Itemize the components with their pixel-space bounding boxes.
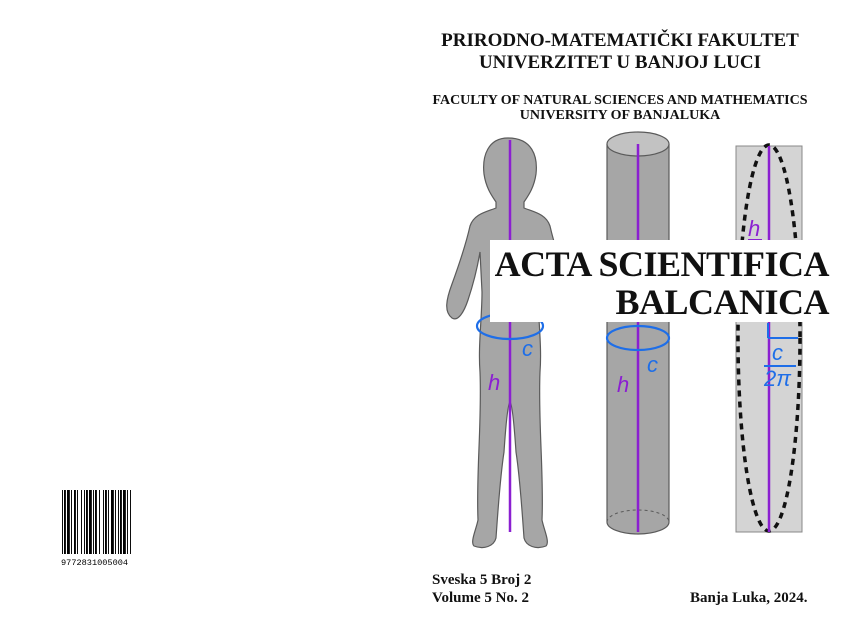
barcode-bar bbox=[64, 490, 66, 554]
issue-number-local: Sveska 5 Broj 2 bbox=[432, 572, 532, 588]
barcode-bar bbox=[86, 490, 88, 554]
barcode-bar bbox=[123, 490, 126, 554]
barcode-bars bbox=[62, 490, 131, 554]
barcode-bar bbox=[103, 490, 104, 554]
barcode-bar bbox=[99, 490, 100, 554]
barcode-bar bbox=[62, 490, 63, 554]
barcode-bar bbox=[95, 490, 97, 554]
barcode-bar bbox=[115, 490, 116, 554]
human-c-label: c bbox=[522, 336, 533, 361]
barcode-bar bbox=[74, 490, 76, 554]
barcode-bar bbox=[81, 490, 82, 554]
ellipsoid-fraction-numerator: c bbox=[772, 340, 783, 365]
university-name-english: UNIVERSITY OF BANJALUKA bbox=[519, 108, 721, 123]
ellipsoid-icon: h c 2π bbox=[735, 143, 803, 533]
cylinder-c-label: c bbox=[647, 352, 658, 377]
barcode-bar bbox=[118, 490, 119, 554]
faculty-header-english: FACULTY OF NATURAL SCIENCES AND MATHEMAT… bbox=[400, 93, 840, 123]
human-h-label: h bbox=[488, 370, 500, 395]
ellipsoid-h-label: h bbox=[748, 216, 760, 241]
barcode-digits: 9772831005004 bbox=[61, 558, 128, 568]
barcode-icon: 9772831005004 bbox=[60, 488, 156, 568]
barcode-bar bbox=[111, 490, 114, 554]
place-and-year: Banja Luka, 2024. bbox=[690, 590, 808, 606]
cylinder-h-label: h bbox=[617, 372, 629, 397]
faculty-name-english: FACULTY OF NATURAL SCIENCES AND MATHEMAT… bbox=[432, 93, 808, 108]
barcode-bar bbox=[84, 490, 85, 554]
cover-illustration: h c h c h c 2π bbox=[446, 131, 803, 549]
human-silhouette-icon: h c bbox=[446, 137, 574, 549]
journal-title-box: ACTA SCIENTIFICA BALCANICA bbox=[490, 240, 835, 322]
barcode-bar bbox=[127, 490, 128, 554]
barcode-bar bbox=[71, 490, 72, 554]
barcode-bar bbox=[93, 490, 94, 554]
journal-title-line-1: ACTA SCIENTIFICA bbox=[494, 244, 830, 284]
faculty-name-local: PRIRODNO-MATEMATIČKI FAKULTET bbox=[441, 30, 799, 51]
barcode-bar bbox=[120, 490, 122, 554]
barcode-bar bbox=[130, 490, 131, 554]
barcode-bar bbox=[105, 490, 107, 554]
faculty-header-local: PRIRODNO-MATEMATIČKI FAKULTET UNIVERZITE… bbox=[400, 30, 840, 74]
barcode-bar bbox=[89, 490, 92, 554]
ellipsoid-fraction-denominator: 2π bbox=[763, 366, 792, 391]
barcode-bar bbox=[108, 490, 109, 554]
cylinder-icon: h c bbox=[605, 131, 671, 535]
university-name-local: UNIVERZITET U BANJOJ LUCI bbox=[478, 52, 762, 73]
barcode-bar bbox=[67, 490, 70, 554]
barcode-bar bbox=[77, 490, 78, 554]
issue-number-english: Volume 5 No. 2 bbox=[432, 590, 529, 606]
journal-title-line-2: BALCANICA bbox=[615, 282, 829, 322]
